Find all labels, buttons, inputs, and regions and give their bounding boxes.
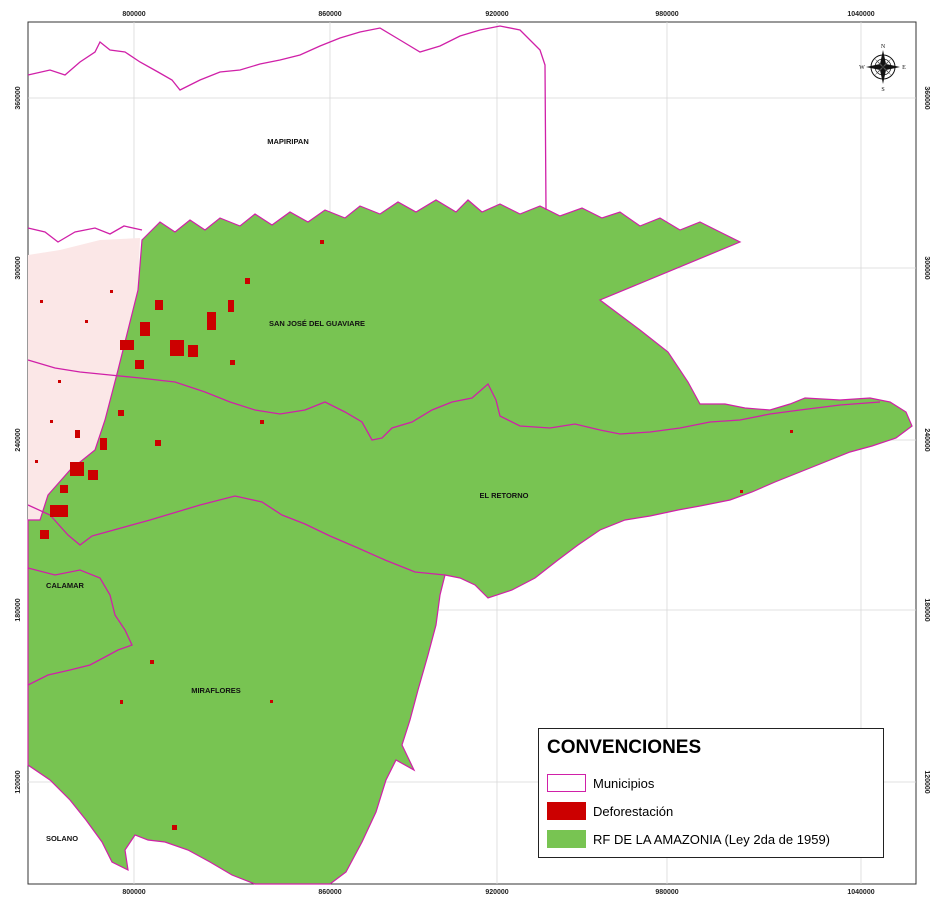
x-tick-top: 980000	[655, 11, 678, 18]
y-tick-right: 360000	[923, 86, 930, 109]
compass-rose-icon: N S E W	[859, 44, 906, 93]
deforestation-patches	[35, 240, 793, 830]
x-tick-top: 860000	[318, 11, 341, 18]
x-tick-top: 920000	[485, 11, 508, 18]
legend-title: CONVENCIONES	[547, 737, 702, 758]
compass-s: S	[881, 87, 884, 93]
y-ticks-left: 360000 300000 240000 180000 120000	[15, 86, 22, 793]
mosaic-zone	[28, 238, 140, 520]
label-solano: SOLANO	[46, 834, 78, 843]
compass-w: W	[859, 65, 865, 71]
legend-label: Municipios	[593, 775, 655, 791]
legend-label: RF DE LA AMAZONIA (Ley 2da de 1959)	[593, 831, 831, 847]
y-ticks-right: 360000 300000 240000 180000 120000	[923, 86, 930, 793]
x-tick-bottom: 860000	[318, 889, 341, 896]
x-tick-bottom: 800000	[122, 889, 145, 896]
x-tick-bottom: 980000	[655, 889, 678, 896]
y-tick-left: 180000	[15, 598, 22, 621]
y-tick-left: 240000	[15, 428, 22, 451]
compass-e: E	[902, 65, 906, 71]
y-tick-right: 120000	[923, 770, 930, 793]
deforestation-swatch	[547, 802, 586, 820]
x-tick-bottom: 920000	[485, 889, 508, 896]
y-tick-right: 300000	[923, 256, 930, 279]
x-tick-top: 1040000	[847, 11, 874, 18]
forest-reserve-area	[27, 199, 913, 885]
y-tick-left: 360000	[15, 86, 22, 109]
municipios-swatch	[547, 774, 586, 792]
x-tick-bottom: 1040000	[847, 889, 874, 896]
compass-n: N	[881, 44, 886, 50]
y-tick-right: 240000	[923, 428, 930, 451]
label-miraflores: MIRAFLORES	[191, 686, 241, 695]
label-calamar: CALAMAR	[46, 581, 84, 590]
municipal-boundaries	[27, 25, 881, 686]
legend-item-municipios: Municipios	[547, 773, 654, 793]
y-tick-left: 120000	[15, 770, 22, 793]
y-tick-right: 180000	[923, 598, 930, 621]
label-san-jose: SAN JOSÉ DEL GUAVIARE	[269, 319, 365, 328]
x-tick-top: 800000	[122, 11, 145, 18]
legend-item-forest-reserve: RF DE LA AMAZONIA (Ley 2da de 1959)	[547, 829, 830, 849]
legend-label: Deforestación	[593, 803, 674, 819]
forest-reserve-swatch	[547, 830, 586, 848]
label-el-retorno: EL RETORNO	[480, 491, 529, 500]
label-mapiripan: MAPIRIPAN	[267, 137, 309, 146]
legend-item-deforestacion: Deforestación	[547, 801, 673, 821]
legend: CONVENCIONES Municipios Deforestación RF…	[538, 728, 884, 858]
y-tick-left: 300000	[15, 256, 22, 279]
x-ticks-top: 800000 860000 920000 980000 1040000	[122, 11, 874, 18]
x-ticks-bottom: 800000 860000 920000 980000 1040000	[122, 889, 874, 896]
